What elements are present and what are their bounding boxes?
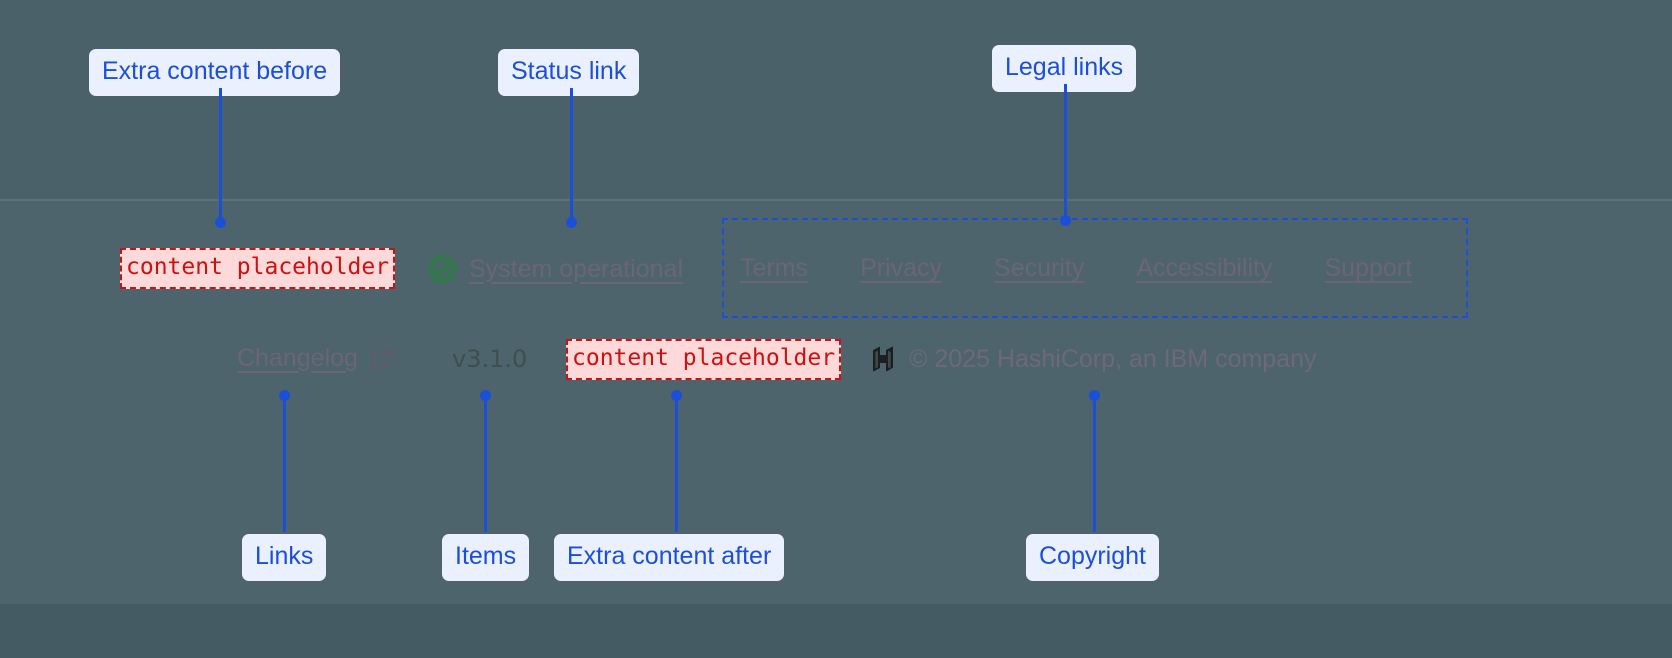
connector-extra-content-before xyxy=(219,88,222,221)
connector-copyright xyxy=(1093,396,1096,532)
legal-links-row: Terms Privacy Security Accessibility Sup… xyxy=(740,256,1412,281)
connector-links xyxy=(283,396,286,532)
hashicorp-logo-icon xyxy=(869,344,897,374)
connector-dot-items xyxy=(480,390,491,401)
copyright-text: © 2025 HashiCorp, an IBM company xyxy=(909,344,1317,373)
external-link-icon xyxy=(368,345,394,371)
connector-extra-content-after xyxy=(675,396,678,532)
connector-dot-legal-links xyxy=(1060,215,1071,226)
legal-link-accessibility[interactable]: Accessibility xyxy=(1136,254,1273,282)
extra-content-before-placeholder: content placeholder xyxy=(120,248,396,289)
legal-link-security[interactable]: Security xyxy=(994,254,1085,282)
callout-status-link: Status link xyxy=(498,49,640,96)
copyright-block: © 2025 HashiCorp, an IBM company xyxy=(869,344,1317,374)
connector-dot-copyright xyxy=(1089,390,1100,401)
extra-content-after-placeholder: content placeholder xyxy=(566,339,842,380)
changelog-link-label[interactable]: Changelog xyxy=(237,343,358,372)
connector-dot-extra-content-before xyxy=(215,217,226,228)
background-band-top xyxy=(0,0,1672,199)
legal-link-support[interactable]: Support xyxy=(1324,254,1413,282)
callout-items: Items xyxy=(442,534,530,581)
background-band-bottom xyxy=(0,604,1672,658)
connector-dot-status-link xyxy=(566,217,577,228)
callout-extra-content-after: Extra content after xyxy=(554,534,785,581)
check-circle-icon xyxy=(427,254,457,284)
legal-link-privacy[interactable]: Privacy xyxy=(860,254,943,282)
footer-top-divider xyxy=(0,199,1672,201)
status-link[interactable]: System operational xyxy=(427,254,683,284)
highlight-box-legal-links xyxy=(722,218,1468,318)
callout-extra-content-before: Extra content before xyxy=(89,49,341,96)
callout-copyright: Copyright xyxy=(1026,534,1159,581)
connector-legal-links xyxy=(1064,84,1067,219)
legal-link-terms[interactable]: Terms xyxy=(740,254,809,282)
connector-items xyxy=(484,396,487,532)
connector-dot-extra-content-after xyxy=(671,390,682,401)
changelog-link[interactable]: Changelog xyxy=(237,345,394,371)
connector-status-link xyxy=(570,88,573,221)
version-label: v3.1.0 xyxy=(452,345,528,373)
status-link-label[interactable]: System operational xyxy=(469,254,684,283)
callout-links: Links xyxy=(242,534,327,581)
connector-dot-links xyxy=(279,390,290,401)
